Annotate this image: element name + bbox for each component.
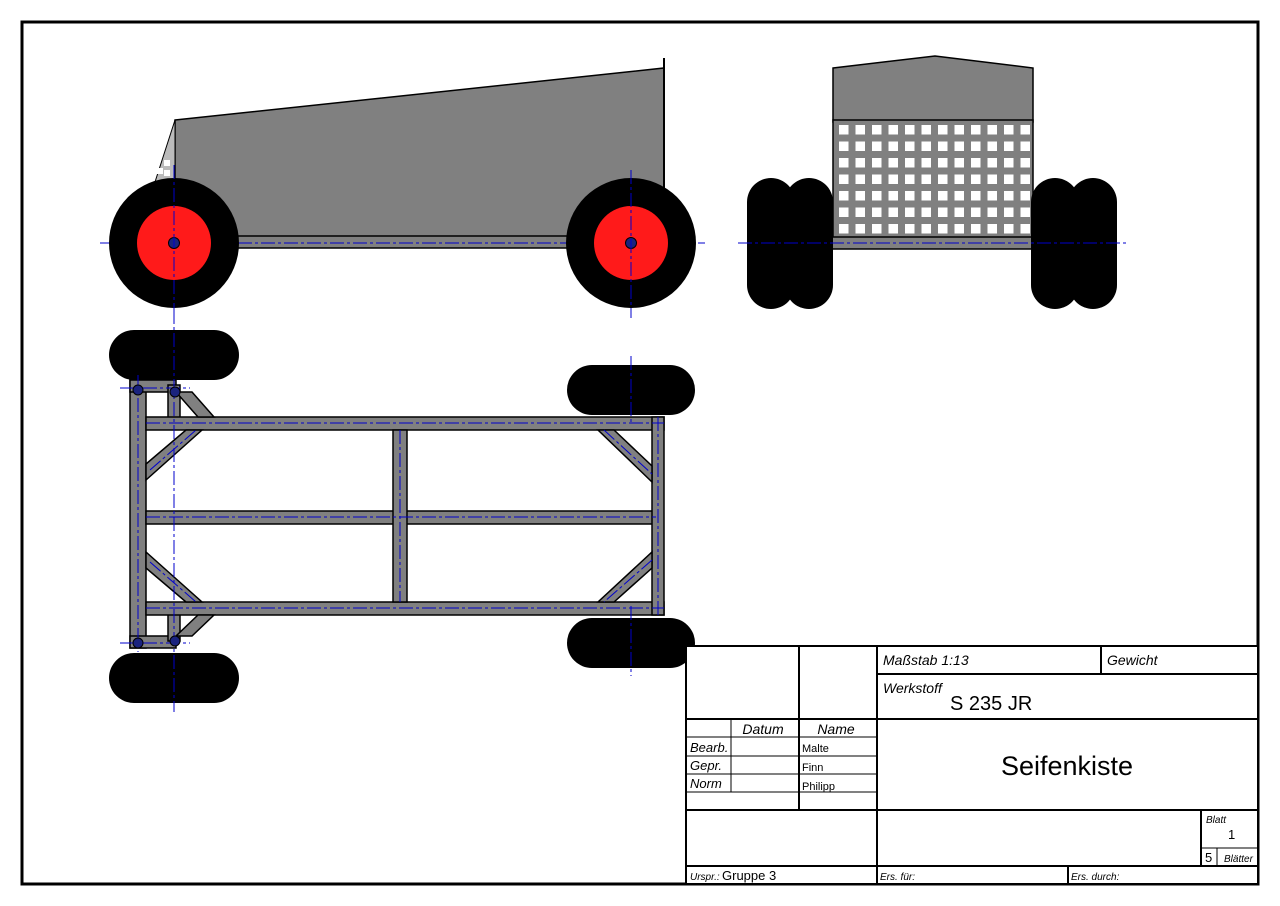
sheet-label: Blatt <box>1206 815 1227 826</box>
name-checked: Finn <box>802 762 823 774</box>
bolt-icons <box>132 384 181 649</box>
replacement-for-label: Ers. für: <box>880 872 915 883</box>
origin-label: Urspr.: <box>690 872 720 883</box>
drawing-title: Seifenkiste <box>1001 751 1133 781</box>
side-chassis-beam <box>169 235 633 249</box>
name-standard: Philipp <box>802 781 835 793</box>
top-rear-left-wheel <box>109 330 239 380</box>
scale-label: Maßstab 1:13 <box>883 652 969 668</box>
top-view <box>109 310 695 712</box>
sheet-border <box>20 20 1260 886</box>
role-drawn: Bearb. <box>690 740 728 755</box>
name-column-header: Name <box>817 721 855 737</box>
sheet-number: 1 <box>1228 827 1235 842</box>
name-drawn: Malte <box>802 743 829 755</box>
origin-value: Gruppe 3 <box>722 868 776 883</box>
sheets-label: Blätter <box>1224 854 1254 865</box>
role-checked: Gepr. <box>690 758 722 773</box>
title-block: Maßstab 1:13 Gewicht Werkstoff S 235 JR … <box>685 645 1259 885</box>
material-label: Werkstoff <box>883 680 944 696</box>
replaced-by-label: Ers. durch: <box>1071 872 1120 883</box>
weight-label: Gewicht <box>1107 652 1159 668</box>
front-roof-panel <box>832 55 1034 123</box>
sheets-total: 5 <box>1205 850 1212 865</box>
front-grille <box>832 119 1034 241</box>
side-view <box>100 58 705 318</box>
role-standard: Norm <box>690 776 722 791</box>
material-value: S 235 JR <box>950 693 1032 715</box>
date-column-header: Datum <box>742 721 784 737</box>
front-view <box>738 55 1127 309</box>
